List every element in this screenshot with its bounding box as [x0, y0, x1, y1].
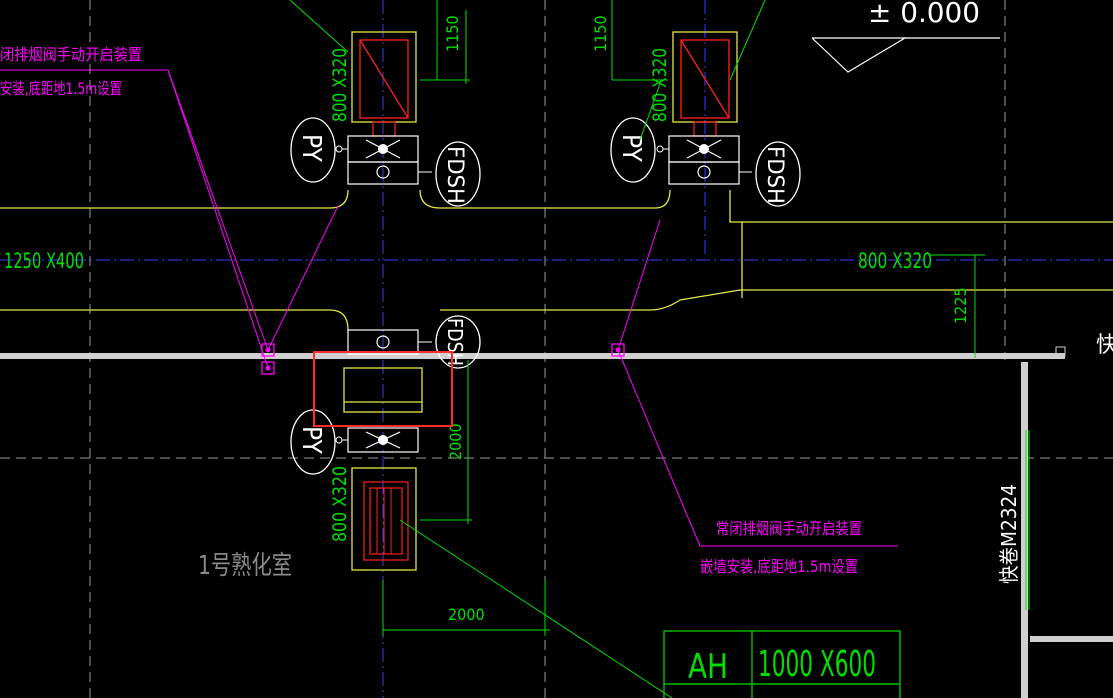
riser-top-left: [335, 31, 432, 185]
note-right-line1: 常闭排烟阀手动开启装置: [716, 519, 862, 538]
py-valve-symbols: [290, 117, 656, 475]
note-left-line2: 安装,底距地1.5m设置: [0, 79, 122, 98]
main-duct: [0, 189, 1113, 331]
edge-glyph: 快: [1096, 333, 1113, 358]
riser-top-right: [656, 31, 752, 185]
selection-box[interactable]: [313, 351, 453, 427]
wall: [0, 346, 1113, 698]
fdsh-valve-symbols: [435, 141, 801, 369]
dim-top-right: 1150: [591, 15, 610, 52]
py-tag-top-right: PY: [616, 134, 646, 163]
table-size: 1000 X600: [758, 644, 876, 685]
note-left-line1: 闭排烟阀手动开启装置: [0, 45, 142, 64]
door-label: 快卷M2324: [997, 484, 1021, 584]
fdsh-tag-middle: FDSH: [443, 318, 467, 366]
table-tag: AH: [688, 647, 728, 687]
dimension-lines: [289, 0, 985, 698]
duct-size-main-left: 1250 X400: [4, 249, 84, 273]
dim-lower-vertical: 2000: [446, 423, 465, 460]
elevation-label: ± 0.000: [868, 0, 980, 29]
fdsh-tag-top-right: FDSH: [762, 146, 787, 204]
dim-top-left: 1150: [443, 15, 462, 52]
note-right-line2: 嵌墙安装,底距地1.5m设置: [700, 557, 858, 576]
duct-size-riser-top-left: 800 X320: [329, 48, 351, 122]
duct-size-riser-top-right: 800 X320: [649, 48, 671, 122]
py-tag-bottom: PY: [296, 426, 326, 455]
leader-markers: [261, 343, 625, 375]
py-tag-top-left: PY: [296, 134, 326, 163]
room-label: 1号熟化室: [198, 551, 292, 581]
fdsh-tag-top-left: FDSH: [442, 146, 467, 204]
duct-size-riser-bottom: 800 X320: [329, 466, 351, 542]
dim-right-vertical: 1225: [951, 287, 970, 324]
elevation-marker: [811, 37, 1000, 73]
leader-lines: [0, 69, 898, 547]
duct-size-main-right: 800 X320: [858, 249, 932, 273]
leader-marker-dots: [265, 347, 621, 371]
riser-bottom: [335, 329, 432, 571]
dim-bottom-horizontal: 2000: [448, 605, 485, 624]
door-track: [1025, 430, 1030, 610]
spec-table: [663, 630, 901, 698]
